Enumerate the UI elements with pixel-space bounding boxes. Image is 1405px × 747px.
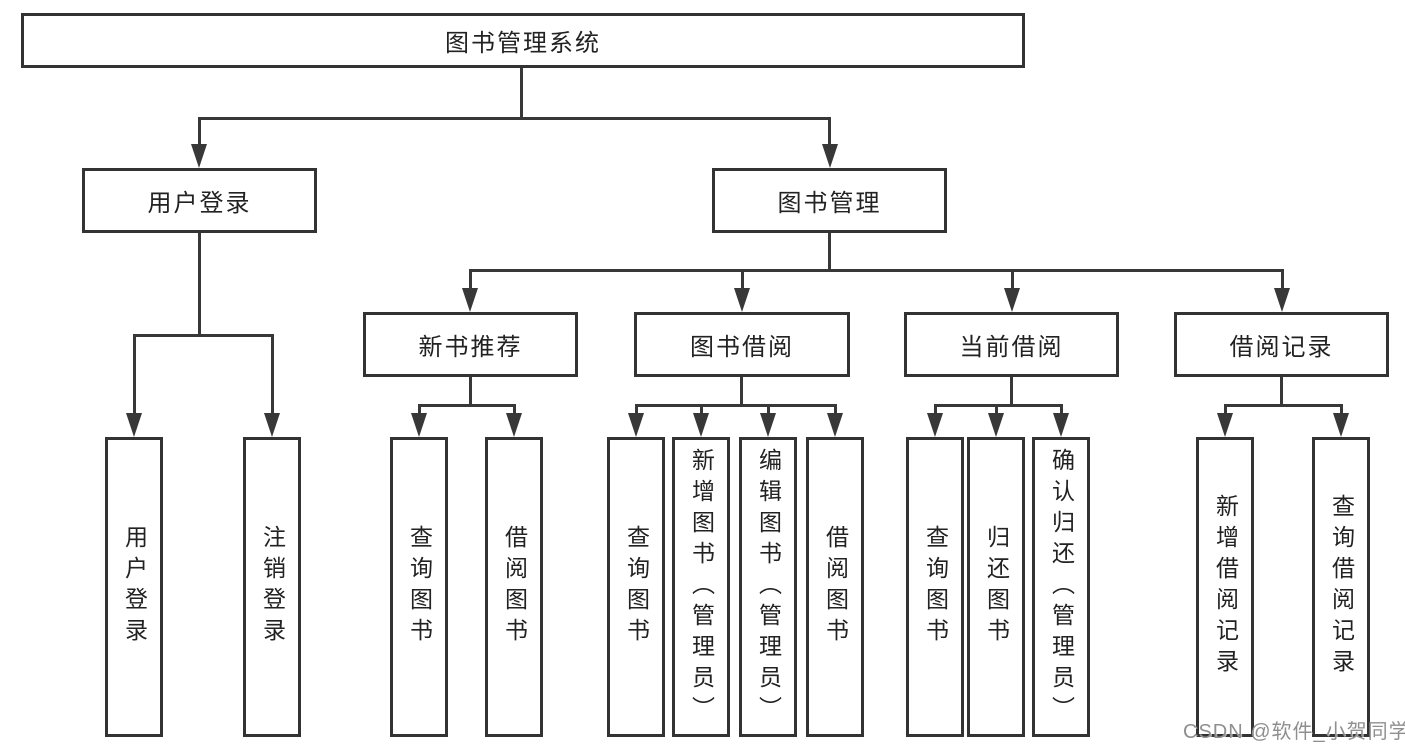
connector-to-new-book-recommend xyxy=(469,269,472,290)
leaf-logout-label: 注销登录 xyxy=(259,525,286,649)
connector-new-book-stem xyxy=(469,377,472,406)
leaf-borrow-query: 查询图书 xyxy=(607,437,665,737)
arrow-down-icon xyxy=(988,413,1004,437)
connector-book-management-stem xyxy=(828,233,831,271)
leaf-user-login: 用户登录 xyxy=(105,437,163,737)
leaf-confirm-return-admin: 确认归还（管理员） xyxy=(1032,437,1090,737)
leaf-user-login-label: 用户登录 xyxy=(121,525,148,649)
connector-to-leaf xyxy=(834,404,837,415)
connector-new-book-crossbar xyxy=(418,404,516,407)
node-current-borrow-label: 当前借阅 xyxy=(959,334,1064,361)
arrow-down-icon xyxy=(1053,413,1069,437)
connector-current-borrow-stem xyxy=(1010,377,1013,406)
connector-root-to-book-management xyxy=(828,117,831,146)
leaf-add-borrow-record: 新增借阅记录 xyxy=(1196,437,1254,737)
leaf-return-book-label: 归还图书 xyxy=(983,525,1010,649)
leaf-confirm-return-admin-label: 确认归还（管理员） xyxy=(1048,447,1075,727)
arrow-down-icon xyxy=(411,413,427,437)
connector-to-leaf xyxy=(995,404,998,415)
connector-user-login-stem xyxy=(198,233,201,336)
leaf-newbook-borrow: 借阅图书 xyxy=(485,437,543,737)
connector-to-borrow-records xyxy=(1281,269,1284,290)
leaf-borrow-add-admin-label: 新增图书（管理员） xyxy=(688,447,715,727)
leaf-borrow-edit-admin: 编辑图书（管理员） xyxy=(739,437,797,737)
arrow-down-icon xyxy=(462,288,478,312)
arrow-down-icon xyxy=(191,144,207,168)
arrow-down-icon xyxy=(1333,413,1349,437)
node-user-login-label: 用户登录 xyxy=(147,190,252,217)
node-book-borrow-label: 图书借阅 xyxy=(690,334,794,361)
connector-to-leaf xyxy=(700,404,703,415)
arrow-down-icon xyxy=(1274,288,1290,312)
leaf-return-book: 归还图书 xyxy=(967,437,1025,737)
arrow-down-icon xyxy=(827,413,843,437)
node-borrow-records-label: 借阅记录 xyxy=(1229,334,1334,361)
connector-to-current-borrow xyxy=(1011,269,1014,290)
arrow-down-icon xyxy=(693,413,709,437)
node-new-book-recommend-label: 新书推荐 xyxy=(418,334,523,361)
node-new-book-recommend: 新书推荐 xyxy=(363,312,578,377)
node-root-label: 图书管理系统 xyxy=(445,30,601,57)
arrow-down-icon xyxy=(927,413,943,437)
leaf-newbook-borrow-label: 借阅图书 xyxy=(501,525,528,649)
node-user-login: 用户登录 xyxy=(82,168,317,233)
connector-to-leaf xyxy=(1060,404,1063,415)
leaf-current-query-label: 查询图书 xyxy=(922,525,949,649)
leaf-query-borrow-record: 查询借阅记录 xyxy=(1312,437,1370,737)
arrow-down-icon xyxy=(126,413,142,437)
connector-to-leaf xyxy=(1340,404,1343,415)
leaf-borrow-edit-admin-label: 编辑图书（管理员） xyxy=(755,447,782,727)
connector-book-borrow-crossbar xyxy=(635,404,836,407)
leaf-borrow-book-label: 借阅图书 xyxy=(822,525,849,649)
connector-to-leaf-logout xyxy=(271,334,274,415)
connector-to-leaf xyxy=(767,404,770,415)
leaf-query-borrow-record-label: 查询借阅记录 xyxy=(1328,494,1355,680)
connector-borrow-records-stem xyxy=(1280,377,1283,406)
leaf-borrow-add-admin: 新增图书（管理员） xyxy=(672,437,730,737)
connector-to-leaf xyxy=(1224,404,1227,415)
connector-to-leaf-user-login xyxy=(133,334,136,415)
leaf-borrow-query-label: 查询图书 xyxy=(623,525,650,649)
connector-to-leaf xyxy=(513,404,516,415)
csdn-watermark: CSDN @软件_小贺同学 xyxy=(1183,721,1405,743)
arrow-down-icon xyxy=(1217,413,1233,437)
node-root: 图书管理系统 xyxy=(21,13,1025,68)
arrow-down-icon xyxy=(822,144,838,168)
arrow-down-icon xyxy=(628,413,644,437)
leaf-newbook-query-label: 查询图书 xyxy=(406,525,433,649)
leaf-logout: 注销登录 xyxy=(243,437,301,737)
node-book-management: 图书管理 xyxy=(712,168,947,233)
connector-root-stem xyxy=(520,68,523,119)
leaf-current-query: 查询图书 xyxy=(906,437,964,737)
node-current-borrow: 当前借阅 xyxy=(904,312,1119,377)
node-book-borrow: 图书借阅 xyxy=(634,312,850,377)
connector-to-leaf xyxy=(418,404,421,415)
leaf-borrow-book: 借阅图书 xyxy=(806,437,864,737)
connector-to-leaf xyxy=(934,404,937,415)
node-book-management-label: 图书管理 xyxy=(777,190,882,217)
connector-current-borrow-crossbar xyxy=(934,404,1062,407)
leaf-newbook-query: 查询图书 xyxy=(390,437,448,737)
connector-book-borrow-stem xyxy=(740,377,743,406)
connector-root-to-user-login xyxy=(198,117,201,146)
connector-to-leaf xyxy=(635,404,638,415)
arrow-down-icon xyxy=(760,413,776,437)
arrow-down-icon xyxy=(506,413,522,437)
connector-to-book-borrow xyxy=(741,269,744,290)
connector-user-login-crossbar xyxy=(133,334,274,337)
connector-root-crossbar xyxy=(198,117,831,120)
arrow-down-icon xyxy=(1004,288,1020,312)
connector-book-management-crossbar xyxy=(469,269,1283,272)
arrow-down-icon xyxy=(734,288,750,312)
leaf-add-borrow-record-label: 新增借阅记录 xyxy=(1212,494,1239,680)
connector-borrow-records-crossbar xyxy=(1224,404,1342,407)
arrow-down-icon xyxy=(264,413,280,437)
node-borrow-records: 借阅记录 xyxy=(1174,312,1389,377)
